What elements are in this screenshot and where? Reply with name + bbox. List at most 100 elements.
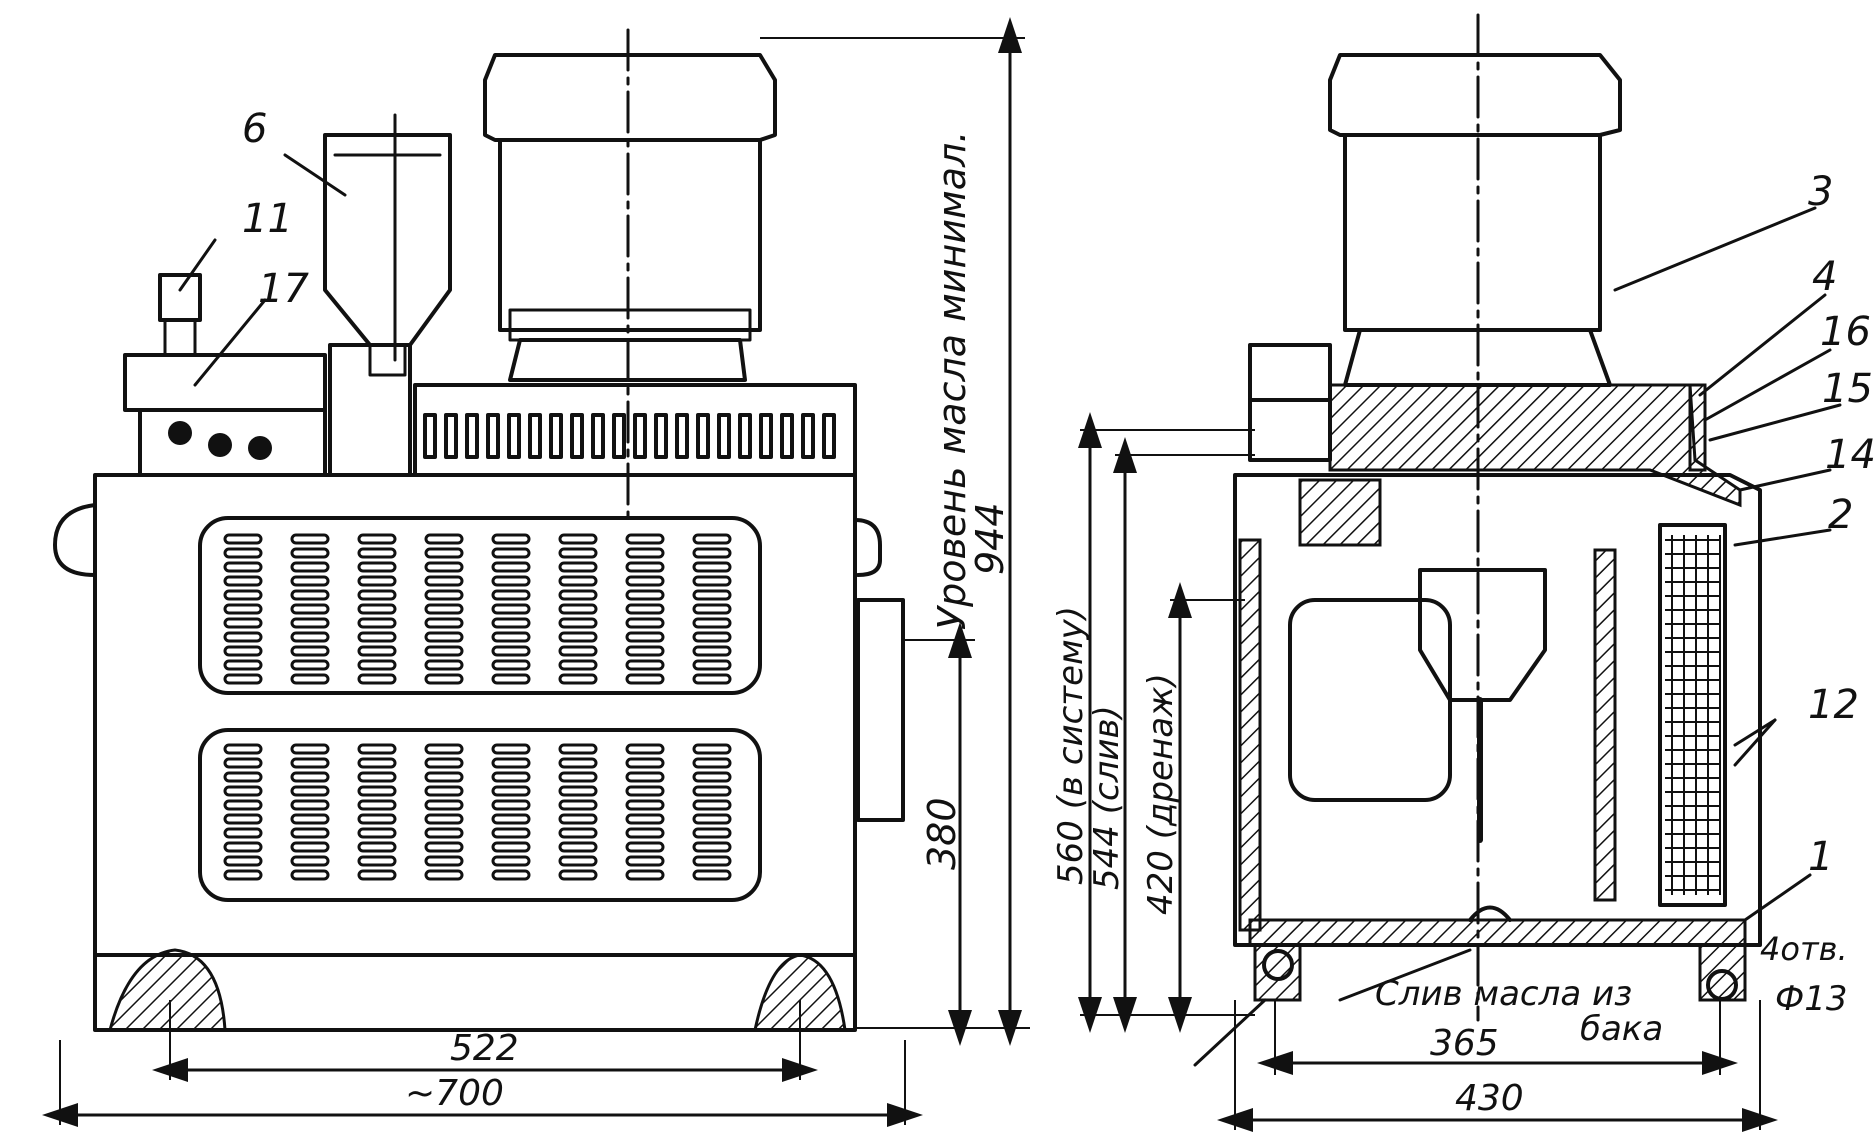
louver-slot: [357, 603, 397, 615]
louver-slot: [290, 743, 330, 755]
louver-slot: [491, 561, 531, 573]
louver-slot: [290, 813, 330, 825]
louver-slot: [357, 645, 397, 657]
callout-16: 16: [1820, 309, 1871, 355]
louver-slot: [223, 827, 263, 839]
louver-slot: [424, 617, 464, 629]
callout-labels: 6 11 17 3 4 16 15 14 2 12 1: [242, 106, 1875, 880]
louver-slot: [692, 589, 732, 601]
louver-slot: [290, 785, 330, 797]
tank-body-front: [93, 473, 857, 1032]
dim-560: 560 (в систему): [1051, 606, 1091, 885]
louver-slot: [491, 575, 531, 587]
cooling-fin: [801, 413, 815, 459]
louver-slot: [491, 827, 531, 839]
louver-slot: [692, 631, 732, 643]
louver-slot: [625, 561, 665, 573]
louver-slot: [625, 827, 665, 839]
louver-slot: [223, 547, 263, 559]
louver-slot: [491, 743, 531, 755]
dim-544: 544 (слив): [1087, 705, 1127, 890]
louver-slot: [692, 561, 732, 573]
cooling-fin: [738, 413, 752, 459]
heat-exchanger: [1658, 523, 1727, 907]
louver-slot: [491, 813, 531, 825]
valve-block: [138, 408, 327, 477]
louver-slot: [290, 827, 330, 839]
holes-label-a: 4отв.: [1760, 930, 1848, 968]
louver-slot: [424, 757, 464, 769]
cooling-fin: [822, 413, 836, 459]
louver-slot: [558, 533, 598, 545]
foot-left: [108, 948, 227, 1032]
louver-slot: [491, 855, 531, 867]
louver-slot: [290, 645, 330, 657]
louver-slot: [625, 533, 665, 545]
oil-level-label: Уровень масла минимал.: [930, 131, 974, 630]
louver-slot: [625, 841, 665, 853]
louver-slot: [692, 785, 732, 797]
oil-sight-glass: [323, 133, 452, 347]
louver-slot: [692, 617, 732, 629]
louver-slot: [424, 813, 464, 825]
louver-slot: [558, 771, 598, 783]
louver-slot: [223, 799, 263, 811]
louver-slot: [558, 785, 598, 797]
callout-14: 14: [1825, 432, 1875, 478]
louver-slot: [424, 547, 464, 559]
drain-label-a: Слив масла из: [1375, 974, 1632, 1014]
louver-slot: [558, 869, 598, 881]
louver-slot: [625, 813, 665, 825]
louver-slot: [357, 869, 397, 881]
louver-slot: [223, 855, 263, 867]
louver-slot: [223, 743, 263, 755]
louver-slot: [290, 869, 330, 881]
louver-slot: [491, 631, 531, 643]
louver-slot: [692, 659, 732, 671]
dim-380: 380: [920, 797, 964, 870]
louver-slot: [558, 589, 598, 601]
louver-slot: [491, 645, 531, 657]
louver-slot: [491, 617, 531, 629]
louver-slot: [223, 617, 263, 629]
louver-slot: [491, 547, 531, 559]
louver-slot: [223, 631, 263, 643]
foot-right: [753, 953, 847, 1032]
louver-slot: [357, 575, 397, 587]
louver-slot: [558, 799, 598, 811]
louver-slot: [692, 603, 732, 615]
drain-label-b: бака: [1580, 1009, 1663, 1049]
dimension-labels: Уровень масла минимал. 944 380 522 ~700 …: [405, 131, 1848, 1119]
louver-slot: [290, 757, 330, 769]
louver-slot: [290, 631, 330, 643]
louver-slot: [625, 603, 665, 615]
louver-slot: [625, 645, 665, 657]
louver-slot: [692, 813, 732, 825]
louver-slot: [625, 659, 665, 671]
louver-slot: [558, 603, 598, 615]
cooling-fin: [528, 413, 542, 459]
louver-slot: [357, 547, 397, 559]
louver-slot: [357, 631, 397, 643]
louver-slot: [424, 841, 464, 853]
callout-11: 11: [242, 196, 293, 242]
louver-slot: [290, 533, 330, 545]
louver-slot: [625, 589, 665, 601]
louver-slot: [290, 561, 330, 573]
cooling-fin: [633, 413, 647, 459]
louver-slot: [290, 589, 330, 601]
louver-slot: [625, 547, 665, 559]
louver-slot: [357, 841, 397, 853]
louver-slot: [223, 771, 263, 783]
callout-12: 12: [1808, 682, 1859, 728]
louver-slot: [692, 799, 732, 811]
callout-2: 2: [1828, 492, 1853, 538]
louver-slot: [290, 603, 330, 615]
louver-slot: [424, 589, 464, 601]
louver-slot: [223, 589, 263, 601]
louver-slot: [625, 617, 665, 629]
callout-6: 6: [242, 106, 267, 152]
louver-slot: [290, 617, 330, 629]
dim-522: 522: [450, 1028, 519, 1069]
callout-1: 1: [1808, 834, 1833, 880]
